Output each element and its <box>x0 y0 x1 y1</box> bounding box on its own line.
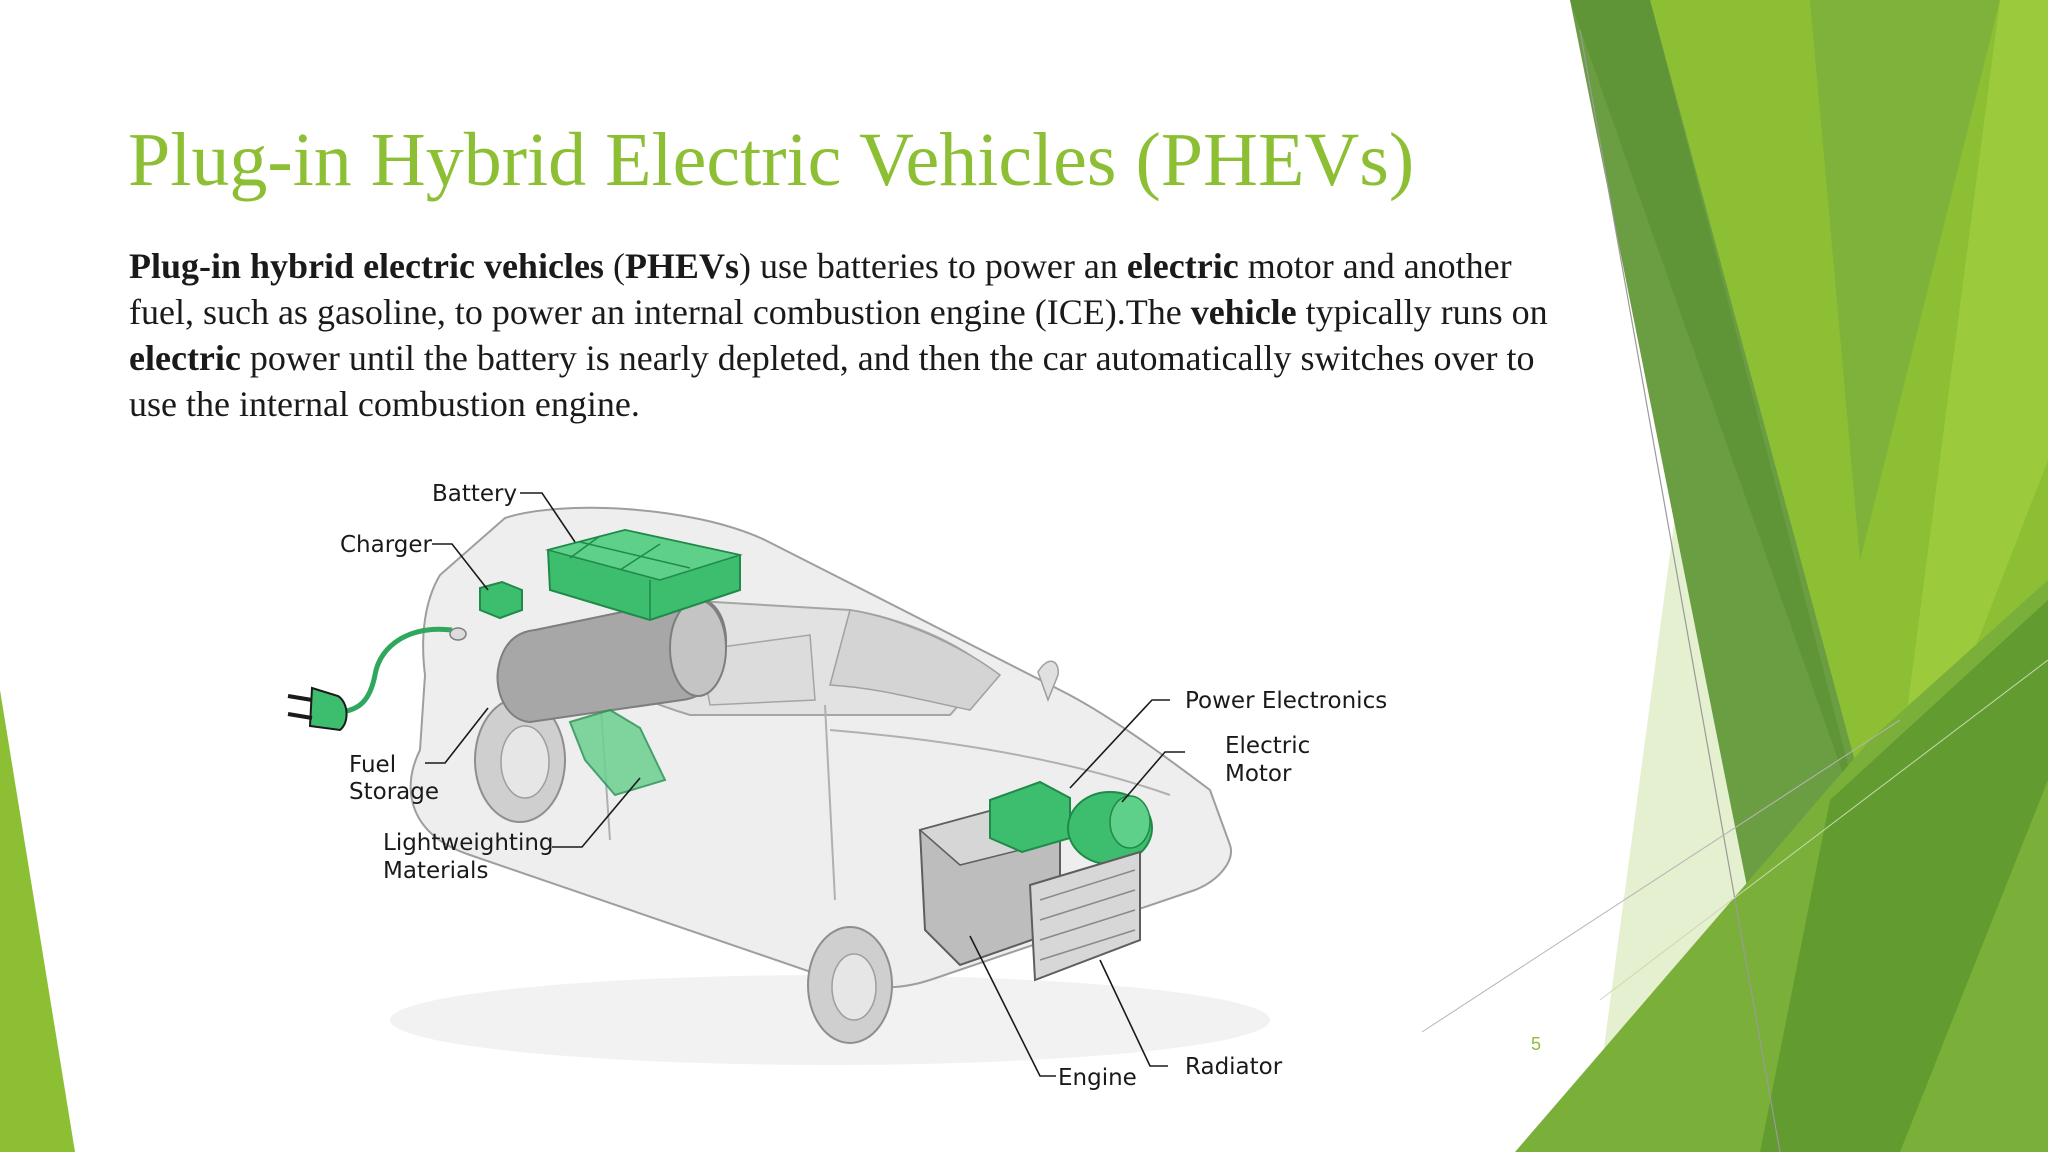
right-facet-bright <box>1885 0 2048 880</box>
label-power-electronics: Power Electronics <box>1185 688 1387 714</box>
plug-body <box>308 686 348 732</box>
body-bold-segment: PHEVs <box>624 246 739 286</box>
body-segment: ( <box>603 246 625 286</box>
leader-charger <box>432 543 489 591</box>
charger-box <box>479 580 523 620</box>
battery-cell-line <box>569 535 601 559</box>
radiator-fin <box>1039 929 1136 961</box>
side-mirror <box>1037 660 1059 703</box>
battery-cell-line <box>619 543 661 571</box>
windshield <box>829 609 1002 711</box>
body-bold-segment: vehicle <box>1190 292 1297 332</box>
body-paragraph: Plug-in hybrid electric vehicles (PHEVs)… <box>129 243 1549 427</box>
label-lightweighting: Lightweighting <box>383 830 554 856</box>
label-radiator: Radiator <box>1185 1054 1283 1080</box>
right-facet-shade <box>1570 0 1870 850</box>
leader-motor <box>1121 751 1185 803</box>
right-facet-mid <box>1810 0 2000 560</box>
page-number: 5 <box>1531 1034 1542 1054</box>
deco-line <box>1421 719 1901 1033</box>
leader-fuel <box>425 707 489 764</box>
leader-engine <box>969 935 1056 1077</box>
label-electric: Electric <box>1225 733 1310 759</box>
door-line <box>824 704 836 901</box>
leader-power-electronics <box>1069 699 1170 789</box>
hood-line <box>829 729 1171 796</box>
plug-prong <box>287 694 313 702</box>
body-segment: power until the battery is nearly deplet… <box>129 338 1535 424</box>
plug-prong <box>287 712 313 720</box>
radiator-fin <box>1039 889 1136 921</box>
left-green-wedge <box>0 690 75 1152</box>
body-bold-segment: electric <box>1126 246 1239 286</box>
label-materials: Materials <box>383 858 488 884</box>
electric-motor-face <box>1109 795 1151 849</box>
label-fuel: Fuel <box>349 752 396 778</box>
body-segment: motor and another fuel, such as gasoline… <box>129 246 1512 332</box>
body-segment: ) use batteries to power an <box>738 246 1127 286</box>
leader-lightweight <box>552 777 641 848</box>
radiator-fin <box>1039 909 1136 941</box>
fuel-tank <box>496 596 727 724</box>
body-bold-segment: electric <box>129 338 241 378</box>
label-battery: Battery <box>432 481 517 507</box>
radiator <box>1028 850 1141 982</box>
front-wheel-hub <box>831 953 877 1021</box>
rear-wheel-hub <box>500 725 550 799</box>
leader-battery <box>520 492 576 543</box>
deco-line <box>1579 29 1781 1152</box>
phev-diagram: Battery Charger Fuel Storage Lightweight… <box>287 481 1387 1091</box>
bottom-right-facet-deep <box>1760 600 2048 1152</box>
label-charger: Charger <box>340 532 433 558</box>
battery-cell-line <box>579 541 691 569</box>
deco-line <box>1599 659 2048 1001</box>
label-storage: Storage <box>349 779 439 805</box>
fuel-tank-cap <box>669 599 727 697</box>
radiator-fin <box>1039 869 1136 901</box>
lightweight-structure <box>568 708 667 797</box>
label-motor: Motor <box>1225 761 1292 787</box>
charge-port <box>449 627 467 641</box>
label-engine: Engine <box>1058 1065 1137 1091</box>
body-segment: typically runs on <box>1296 292 1548 332</box>
leader-radiator <box>1099 959 1168 1067</box>
body-bold-segment: Plug-in hybrid electric vehicles <box>129 246 604 286</box>
charge-cable <box>339 626 453 715</box>
slide-title: Plug-in Hybrid Electric Vehicles (PHEVs) <box>128 118 1415 202</box>
